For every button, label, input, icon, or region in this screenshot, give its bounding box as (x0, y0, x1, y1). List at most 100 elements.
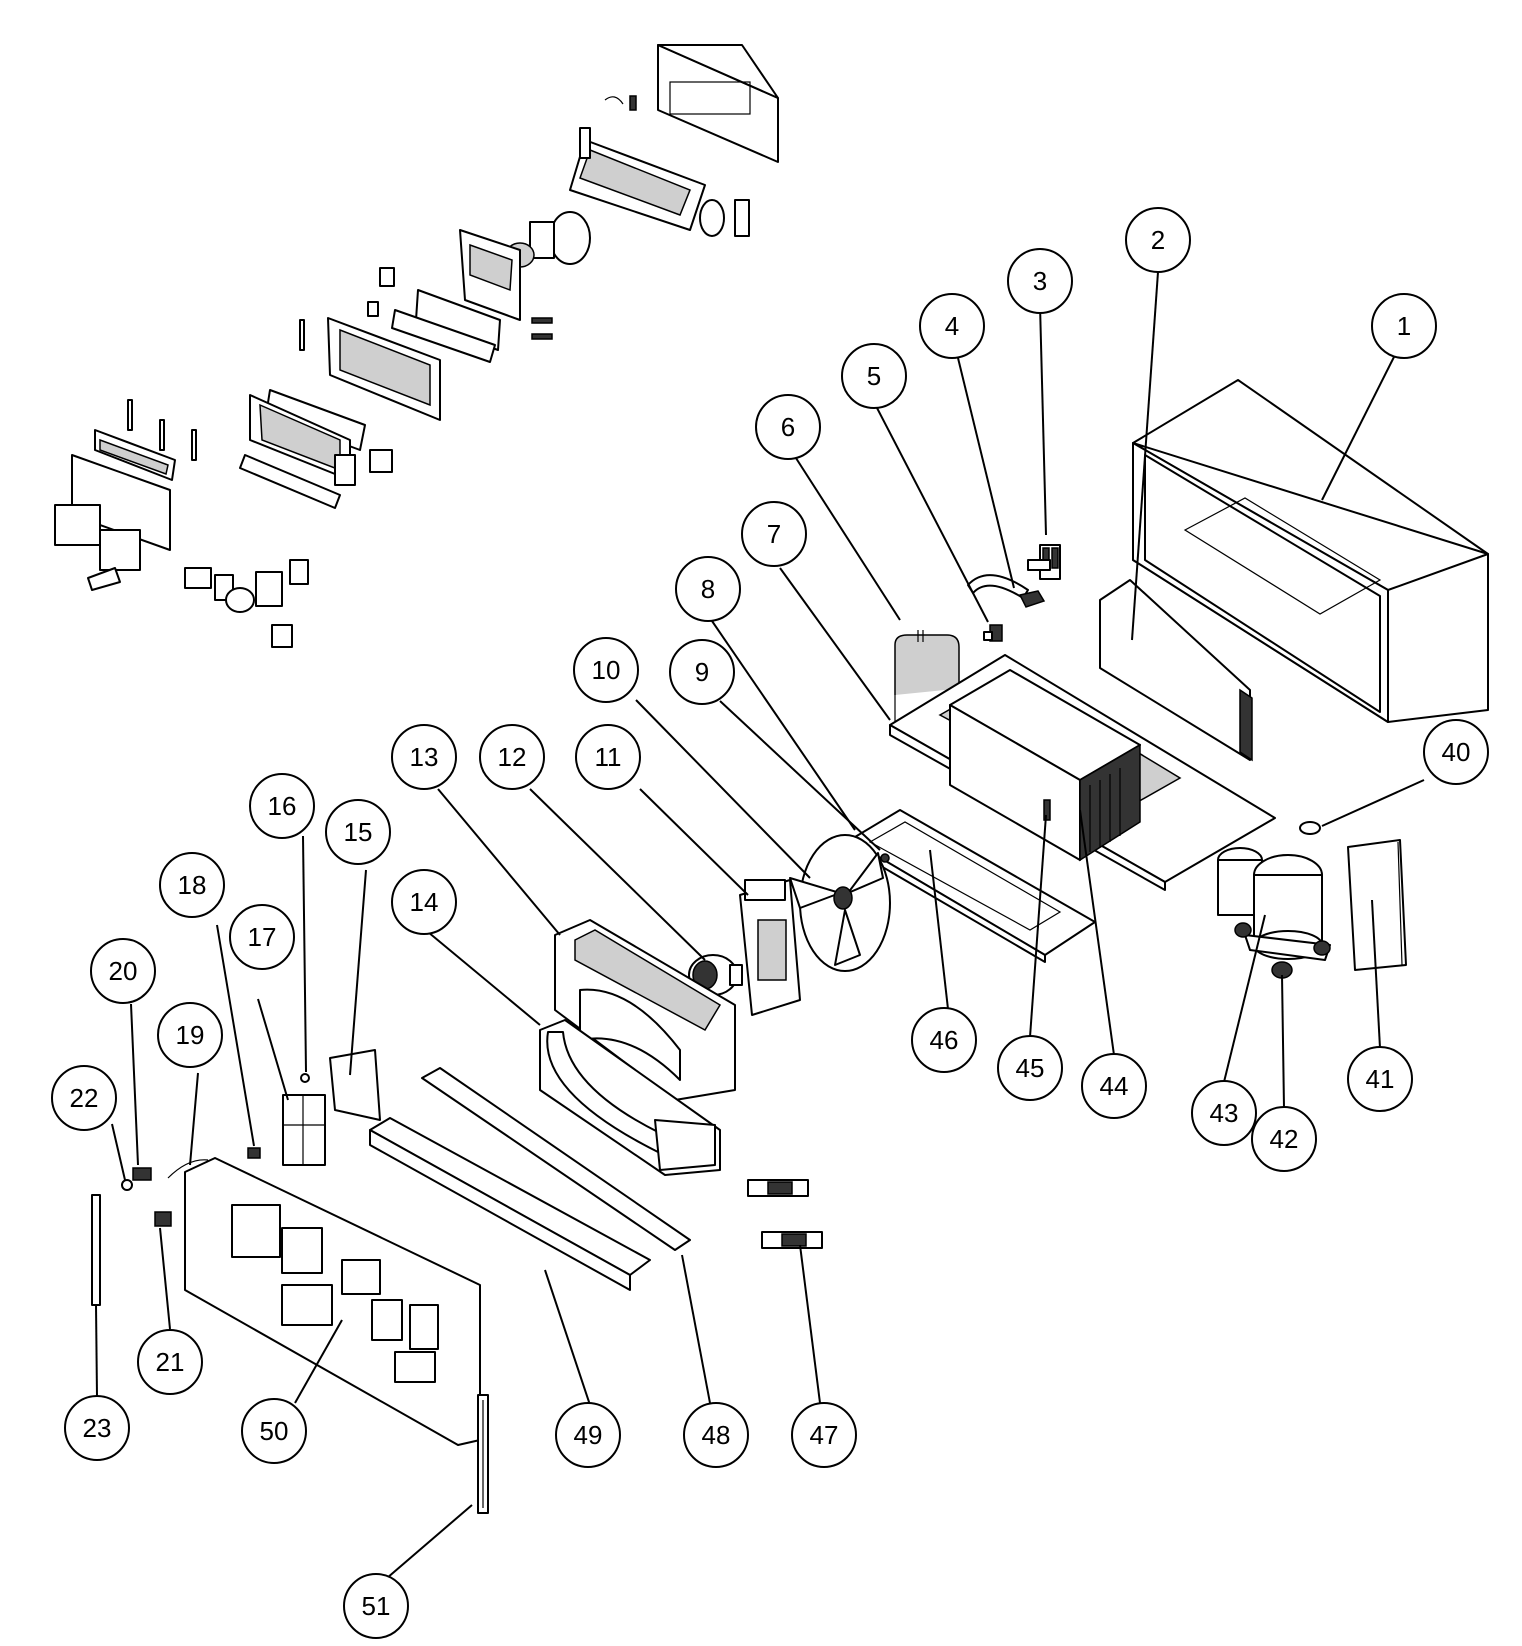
callout-label: 16 (268, 791, 297, 821)
callout-label: 46 (930, 1025, 959, 1055)
overview-thumbnail (54, 44, 779, 648)
callout-9: 9 (669, 639, 735, 705)
part-4-bracket (967, 574, 1046, 608)
callout-10: 10 (573, 637, 639, 703)
part-21-switch (154, 1211, 172, 1227)
part-16-screw (300, 1073, 310, 1083)
callout-label: 42 (1270, 1124, 1299, 1154)
callout-label: 8 (701, 574, 715, 604)
callout-14: 14 (391, 869, 457, 935)
part-40-cap (1299, 821, 1321, 835)
callout-label: 18 (178, 870, 207, 900)
part-12-fan-motor (688, 954, 743, 996)
callout-label: 50 (260, 1416, 289, 1446)
callout-1: 1 (1371, 293, 1437, 359)
part-47-heater (747, 1179, 823, 1249)
part-18-component (247, 1147, 261, 1159)
leader-lines (95, 271, 1425, 1585)
callout-46: 46 (911, 1007, 977, 1073)
callout-45: 45 (997, 1035, 1063, 1101)
callout-label: 21 (156, 1347, 185, 1377)
callout-label: 15 (344, 817, 373, 847)
callout-40: 40 (1423, 719, 1489, 785)
part-46-drain-pan (849, 809, 1096, 963)
callout-44: 44 (1081, 1053, 1147, 1119)
callout-label: 11 (595, 742, 622, 772)
callout-3: 3 (1007, 248, 1073, 314)
callout-2: 2 (1125, 207, 1191, 273)
part-50-front-panel (167, 1157, 481, 1446)
callout-20: 20 (90, 938, 156, 1004)
part-44-coil (949, 669, 1141, 862)
part-9-nut (880, 853, 890, 863)
part-20-switch (132, 1167, 152, 1181)
callout-label: 51 (362, 1591, 391, 1621)
callout-label: 44 (1100, 1071, 1129, 1101)
callout-48: 48 (683, 1402, 749, 1468)
callout-51: 51 (343, 1573, 409, 1639)
callout-4: 4 (919, 293, 985, 359)
callout-label: 12 (498, 742, 527, 772)
callout-label: 5 (867, 361, 881, 391)
callout-8: 8 (675, 556, 741, 622)
callout-label: 45 (1016, 1053, 1045, 1083)
callout-41: 41 (1347, 1046, 1413, 1112)
callout-5: 5 (841, 343, 907, 409)
callout-15: 15 (325, 799, 391, 865)
callout-11: 11 (575, 724, 641, 790)
callout-label: 20 (109, 956, 138, 986)
part-48-strip (421, 1067, 691, 1251)
part-11-motor-bracket (739, 879, 801, 1016)
callout-label: 17 (248, 922, 277, 952)
callout-label: 4 (945, 311, 959, 341)
callout-50: 50 (241, 1398, 307, 1464)
callout-12: 12 (479, 724, 545, 790)
callout-label: 48 (702, 1420, 731, 1450)
callout-label: 7 (767, 519, 781, 549)
callout-label: 41 (1366, 1064, 1395, 1094)
part-49-long-panel (369, 1117, 651, 1291)
callout-6: 6 (755, 394, 821, 460)
callout-19: 19 (157, 1002, 223, 1068)
part-13-scroll-shroud (554, 919, 736, 1101)
part-41-cover (1347, 839, 1407, 971)
part-3-sensor (1027, 544, 1061, 580)
part-43-compressor (1217, 847, 1331, 961)
part-45-probe (1043, 799, 1051, 821)
part-5-clip (983, 624, 1003, 642)
callout-label: 10 (592, 655, 621, 685)
part-2-filter (1099, 579, 1253, 762)
callout-label: 19 (176, 1020, 205, 1050)
callout-21: 21 (137, 1329, 203, 1395)
callout-18: 18 (159, 852, 225, 918)
callout-22: 22 (51, 1065, 117, 1131)
callout-47: 47 (791, 1402, 857, 1468)
callout-23: 23 (64, 1395, 130, 1461)
part-10-condenser-fan (789, 834, 891, 972)
callout-label: 2 (1151, 225, 1165, 255)
callout-label: 49 (574, 1420, 603, 1450)
callout-49: 49 (555, 1402, 621, 1468)
callout-label: 9 (695, 657, 709, 687)
callout-label: 23 (83, 1413, 112, 1443)
callout-42: 42 (1251, 1106, 1317, 1172)
part-1-wall-sleeve (1132, 379, 1489, 723)
part-23-side-rail (91, 1194, 101, 1306)
callout-label: 43 (1210, 1098, 1239, 1128)
callout-label: 1 (1397, 311, 1411, 341)
callout-7: 7 (741, 501, 807, 567)
callout-13: 13 (391, 724, 457, 790)
callout-43: 43 (1191, 1080, 1257, 1146)
callout-17: 17 (229, 904, 295, 970)
callout-label: 14 (410, 887, 439, 917)
callout-label: 22 (70, 1083, 99, 1113)
callout-16: 16 (249, 773, 315, 839)
part-22-knob (121, 1179, 133, 1191)
callout-label: 6 (781, 412, 795, 442)
callout-label: 47 (810, 1420, 839, 1450)
part-15-panel (329, 1049, 381, 1121)
callout-label: 40 (1442, 737, 1471, 767)
part-14-blower-housing (539, 1019, 721, 1176)
callout-label: 13 (410, 742, 439, 772)
